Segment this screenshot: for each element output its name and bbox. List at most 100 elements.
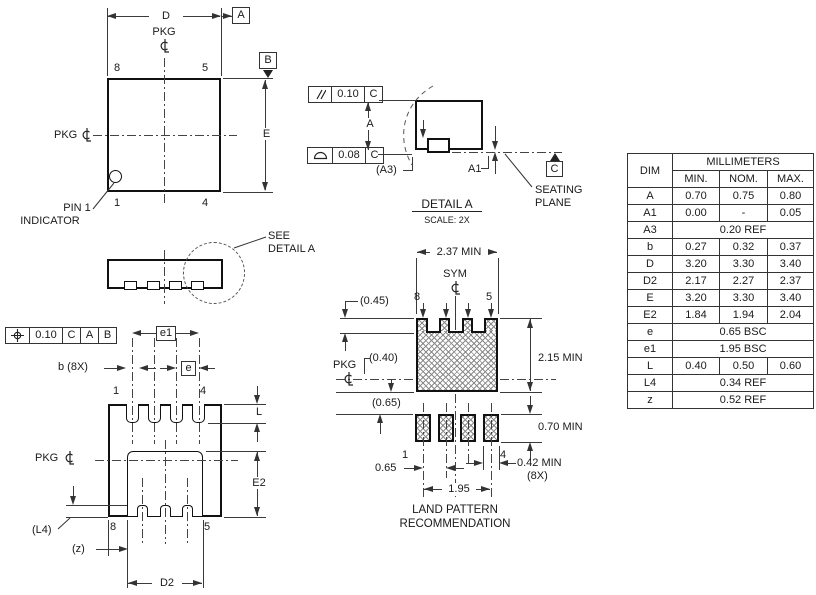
arrowhead	[488, 249, 497, 255]
table-value-cell: -	[719, 204, 768, 222]
pad-centerline	[423, 403, 424, 497]
table-value-cell: 0.80	[767, 187, 814, 205]
table-dim-cell: e1	[627, 340, 673, 358]
arrowhead	[365, 141, 371, 150]
centerline-icon	[160, 39, 169, 53]
table-dim-cell: z	[627, 391, 673, 409]
dimension-line-b	[148, 368, 156, 369]
dimension-line-065	[404, 468, 414, 469]
extension-line	[203, 520, 204, 588]
table-value-cell: 1.94	[719, 306, 768, 324]
table-value-cell: 0.75	[719, 187, 768, 205]
coplanarity-feature-control-frame: 0.08 C	[307, 147, 384, 164]
dim-label-042-line2: (8X)	[527, 470, 548, 482]
centerline-icon	[451, 281, 460, 295]
table-dim-cell: A1	[627, 204, 673, 222]
table-value-cell: 2.27	[719, 272, 768, 290]
table-value-cell: 3.30	[719, 289, 768, 307]
pin1-label: 1	[402, 449, 409, 461]
parallelism-tolerance: 0.10	[331, 86, 365, 103]
extension-line	[500, 392, 542, 393]
pin5-label: 5	[204, 521, 211, 533]
notch-centerline	[142, 478, 143, 544]
arrowhead	[342, 333, 348, 342]
arrowhead	[190, 330, 199, 336]
table-header-unit: MILLIMETERS	[672, 153, 814, 171]
l4-leader	[57, 517, 71, 530]
extension-line	[223, 192, 273, 193]
pkg-centerline-label: PKG	[35, 452, 59, 464]
table-value-cell: 0.37	[767, 238, 814, 256]
table-dim-cell: A3	[627, 221, 673, 239]
arrowhead	[262, 182, 268, 191]
seating-plane-text-line1: SEATING	[535, 184, 583, 196]
position-datum-2: A	[80, 327, 99, 344]
column-marker	[446, 303, 447, 310]
table-value-cell: 0.60	[767, 357, 814, 375]
arrowhead	[420, 129, 426, 138]
datum-a-label: A	[237, 9, 245, 21]
dim-label-237-min: 2.37 MIN	[430, 246, 488, 258]
table-span-cell: 0.34 REF	[672, 374, 814, 392]
dimension-line-l	[257, 386, 258, 396]
position-datum-1: C	[62, 327, 81, 344]
datum-c-label: C	[550, 163, 559, 175]
dimension-line-045	[345, 342, 346, 351]
arrowhead	[377, 414, 383, 423]
land-horizontal-centerline	[336, 379, 414, 380]
detail-boundary-circle	[183, 242, 245, 304]
dim-label-065-ref: (0.65)	[372, 397, 401, 409]
bottom-view-horizontal-centerline	[95, 460, 238, 461]
arrowhead	[488, 309, 494, 318]
leader-line	[379, 100, 415, 101]
dim-label-e-box: e	[181, 361, 196, 376]
see-detail-text-line1: SEE	[268, 230, 291, 242]
extension-line	[224, 404, 266, 405]
position-tolerance: 0.10	[29, 327, 63, 344]
dimension-line-045	[345, 301, 346, 310]
dim-label-e2: E2	[246, 477, 272, 489]
dimension-line-e1	[176, 333, 190, 334]
seating-plane-leader	[504, 153, 533, 188]
parallelism-datum: C	[364, 86, 383, 103]
datum-b-box: B	[259, 52, 277, 69]
arrowhead	[139, 365, 148, 371]
pin1-label: 1	[114, 197, 121, 209]
detail-a-terminal	[427, 138, 450, 153]
pin1-indicator-text-line1: PIN 1	[63, 202, 91, 214]
side-view-lead	[147, 281, 160, 290]
dimension-line-215	[530, 319, 531, 391]
arrowhead	[365, 102, 371, 111]
coplanarity-icon	[307, 147, 333, 164]
pin4-label: 4	[500, 449, 507, 461]
dimension-line-e1	[141, 333, 156, 334]
arrowhead	[223, 13, 232, 19]
centerline-icon	[344, 372, 353, 386]
land-pad-tooth	[484, 318, 498, 331]
top-view-vertical-centerline	[164, 58, 165, 206]
position-feature-control-frame: 0.10 C A B	[5, 327, 117, 344]
extension-line	[500, 318, 542, 319]
side-view-centerline	[164, 250, 165, 304]
table-dim-cell: e	[627, 323, 673, 341]
dim-label-195: 1.95	[442, 483, 476, 495]
arrowhead	[128, 580, 137, 586]
arrowhead	[388, 383, 394, 392]
land-pad-notch-bottom	[426, 331, 441, 333]
arrowhead	[527, 442, 533, 451]
arrowhead	[474, 460, 483, 466]
sym-centerline-label: SYM	[443, 268, 467, 280]
datum-b-label: B	[264, 54, 272, 66]
land-pad-tooth	[462, 318, 473, 331]
pad-centerline	[468, 403, 469, 463]
table-dim-cell: D	[627, 255, 673, 273]
pad-centerline	[199, 338, 200, 444]
datum-b-triangle	[263, 70, 273, 78]
arrowhead	[254, 423, 260, 432]
